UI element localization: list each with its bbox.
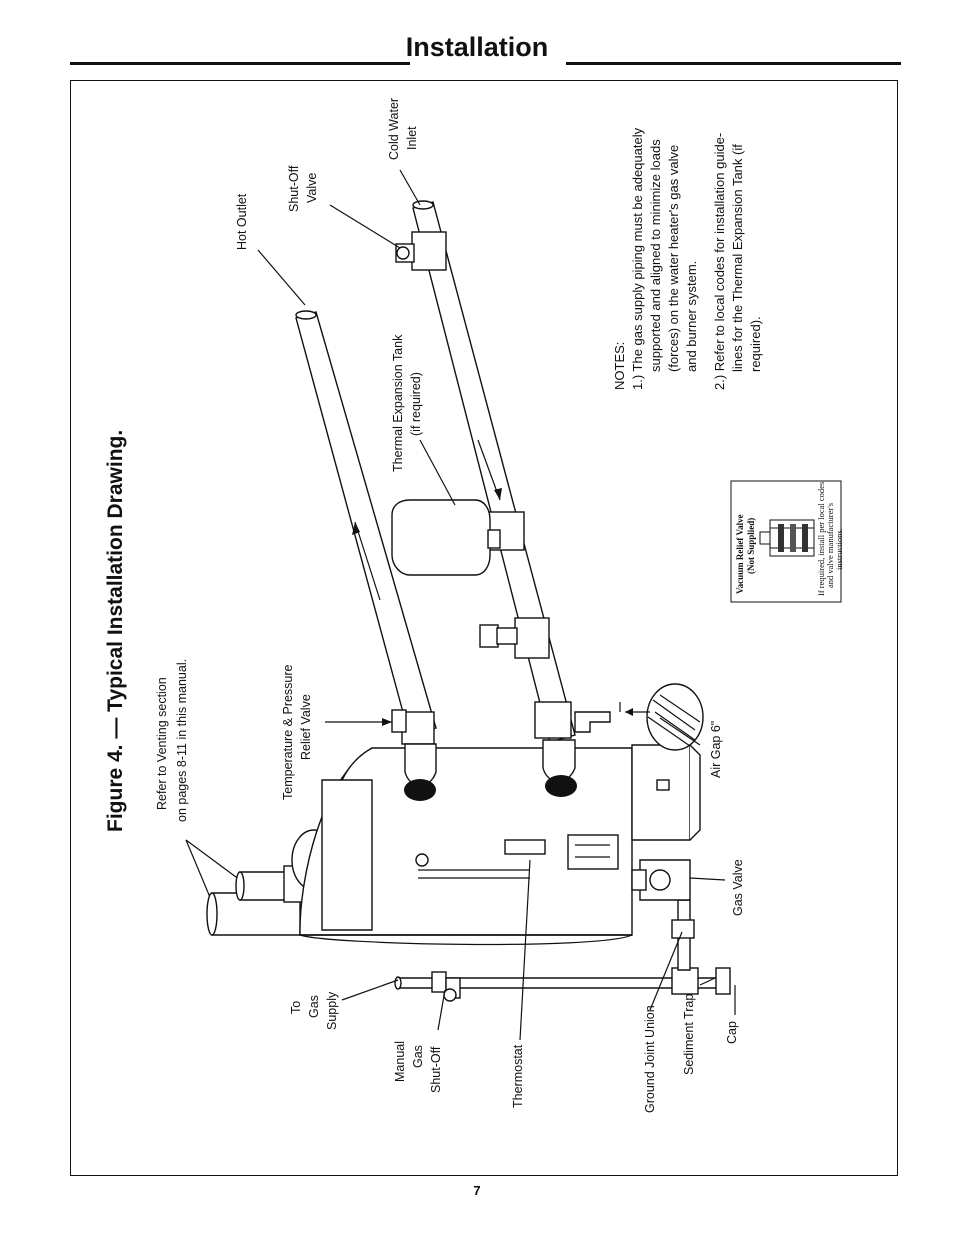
vacuum-box-text-3: instructions. [834,528,844,570]
note-1-line-1: 1.) The gas supply piping must be adequa… [630,127,645,390]
vacuum-box-title-2: (Not Supplied) [746,518,756,574]
ground-joint-label: Ground Joint Union [643,1005,657,1113]
page-title: Installation [405,32,549,62]
shut-off-valve [329,204,415,263]
gas-valve-label: Gas Valve [731,859,745,916]
hot-outlet-label: Hot Outlet [235,193,249,250]
expansion-label-line1: Thermal Expansion Tank [391,334,405,472]
manual-shutoff-label-1: Manual [393,1041,407,1082]
vacuum-valve-icon [759,519,815,557]
thermal-expansion-tank [391,499,501,576]
gas-drop-pipe [631,859,695,971]
venting-arrows [185,839,241,903]
note-1-line-2: supported and aligned to minimize loads [648,139,663,372]
shutoff-label-line2: Valve [305,173,319,203]
expansion-label-line2: (if required) [409,372,423,436]
cap-label: Cap [725,1021,739,1044]
leader-lines [341,859,736,1041]
hot-outlet-pipe [295,310,437,801]
manual-shutoff-label-3: Shut-Off [429,1046,443,1093]
air-gap-label: Air Gap 6" [709,721,723,778]
note-1-line-4: and burner system. [684,261,699,372]
vacuum-box-text-2: and valve manufacturer's [825,503,835,588]
tp-label-line1: Temperature & Pressure [281,664,295,800]
to-gas-label-3: Supply [325,991,339,1030]
thermostat-label: Thermostat [511,1044,525,1108]
sediment-trap-label: Sediment Trap [682,994,696,1075]
cold-label-line1: Cold Water [387,98,401,160]
gas-supply-pipe [394,967,731,1002]
vacuum-box-title-1: Vacuum Relief Valve [735,514,745,594]
note-2-line-1: 2.) Refer to local codes for installatio… [712,133,727,390]
water-heater-tank [299,747,633,946]
page-number: 7 [473,1183,481,1198]
notes-heading: NOTES: [612,342,627,390]
burner-access-box [631,744,701,841]
tank-label-strip [415,834,619,879]
cold-inlet-pipe [411,200,577,797]
vacuum-box-text-1: If required, install per local codes [816,482,826,596]
tp-relief-valve [325,709,407,733]
figure-frame [70,80,898,1176]
air-gap-drain [574,683,704,751]
vacuum-relief-inset: Vacuum Relief Valve (Not Supplied) If re… [730,480,844,603]
note-1-line-3: (forces) on the water heater's gas valve [666,145,681,372]
tp-label-line2: Relief Valve [299,694,313,760]
notes-block: NOTES: 1.) The gas supply piping must be… [612,127,763,390]
venting-label-line1: Refer to Venting section [155,677,169,810]
venting-label-line2: on pages 8-11 in this manual. [175,659,189,822]
note-2-line-3: required). [748,316,763,372]
to-gas-label-1: To [289,1001,303,1014]
to-gas-label-2: Gas [307,995,321,1018]
title-rule-right [566,62,901,65]
manual-shutoff-label-2: Gas [411,1045,425,1068]
cold-label-line2: Inlet [405,126,419,150]
title-rule-left [70,62,410,65]
vacuum-relief-valve-small [479,624,518,648]
figure-caption: Figure 4. — Typical Installation Drawing… [104,430,127,832]
note-2-line-2: lines for the Thermal Expansion Tank (if [730,144,745,372]
shutoff-label-line1: Shut-Off [287,165,301,212]
